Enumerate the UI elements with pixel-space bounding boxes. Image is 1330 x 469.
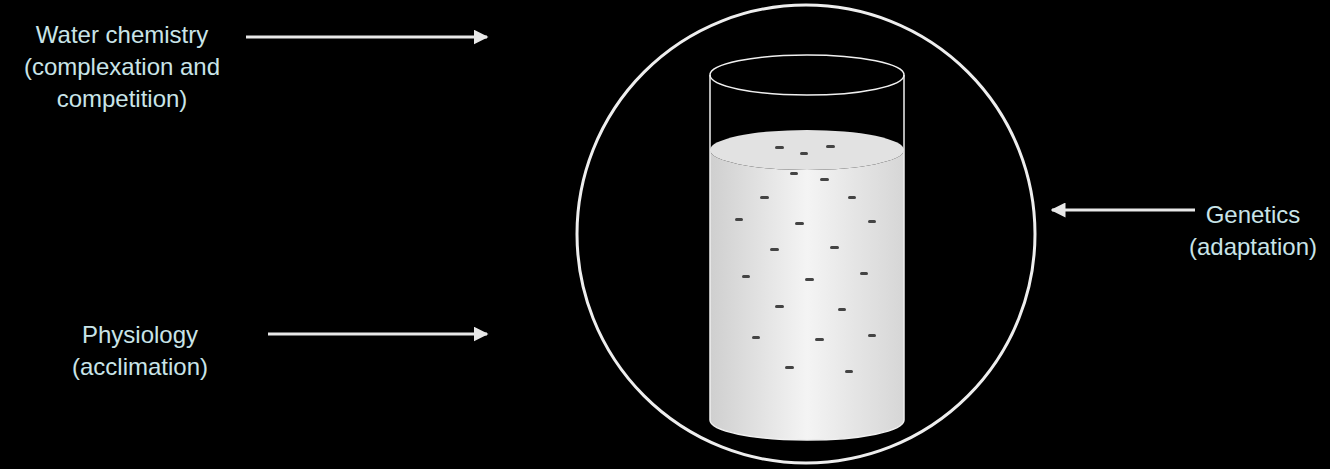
leader-arrow (1052, 209, 1195, 212)
leader-arrow (268, 333, 487, 336)
system-circle (577, 5, 1035, 463)
beaker-illustration (710, 55, 904, 440)
factor-label: Genetics (adaptation) (1178, 199, 1328, 263)
leader-arrow (246, 36, 487, 39)
factor-label: Physiology (acclimation) (50, 319, 230, 383)
factor-label: Water chemistry (complexation and compet… (4, 19, 240, 115)
